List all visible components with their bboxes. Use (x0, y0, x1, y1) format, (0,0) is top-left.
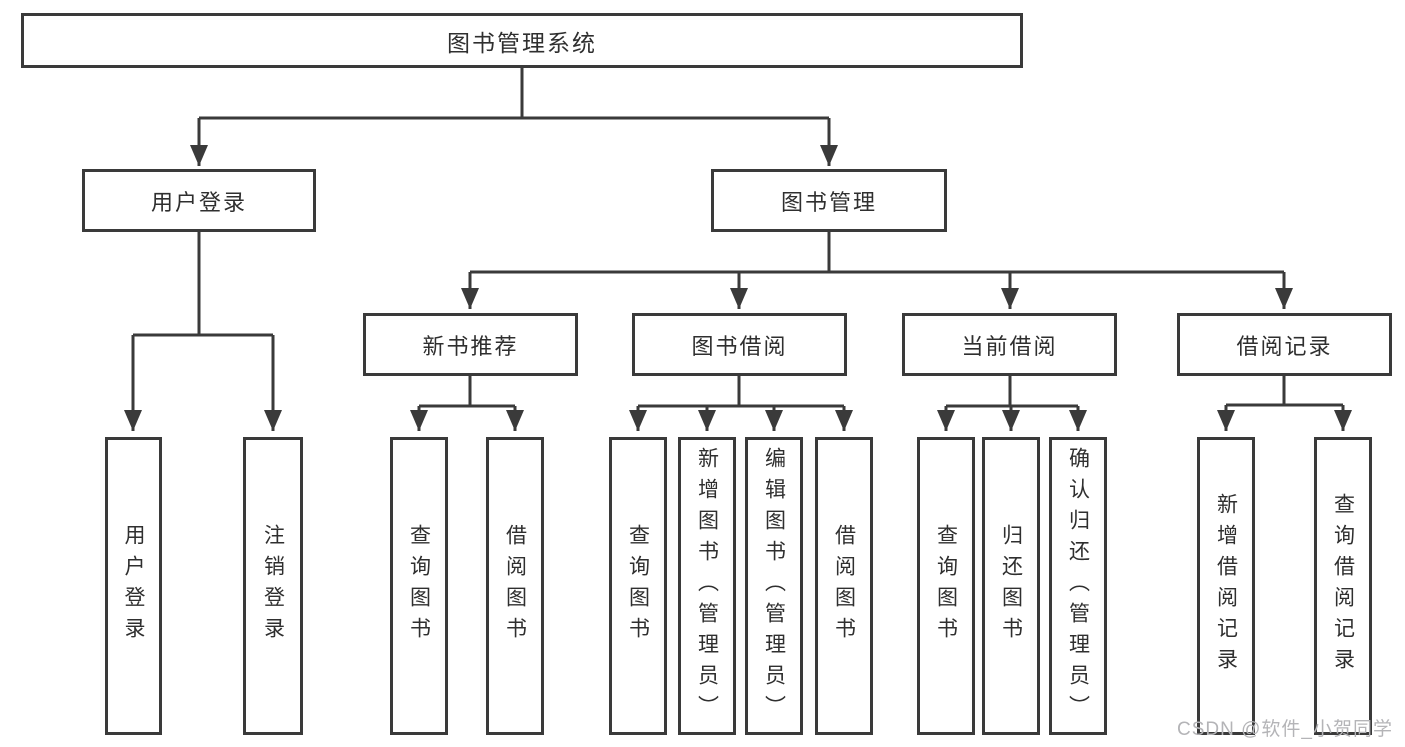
node-bor-query-book-label: 查询图书 (626, 524, 650, 648)
node-cur-return-book-label: 归还图书 (999, 524, 1023, 648)
connector-borrow-records-children (1217, 376, 1352, 431)
node-book-mgmt: 图书管理 (711, 169, 947, 232)
trunk-borrow-records (1226, 376, 1343, 407)
trunk-user-login (133, 232, 273, 337)
node-cur-confirm-return: 确认归还（管理员） (1049, 437, 1107, 735)
node-book-mgmt-label: 图书管理 (780, 189, 877, 215)
node-borrow-records-label: 借阅记录 (1236, 333, 1333, 359)
node-cur-confirm-return-label: 确认归还（管理员） (1066, 446, 1090, 726)
connector-book-borrow-children (629, 376, 853, 431)
node-logout-leaf-label: 注销登录 (261, 524, 285, 648)
node-rcd-query-record: 查询借阅记录 (1314, 437, 1372, 735)
node-rcd-query-record-label: 查询借阅记录 (1331, 493, 1355, 679)
node-current-borrow-label: 当前借阅 (961, 333, 1058, 359)
trunk-book-borrow (638, 376, 844, 408)
node-book-borrow-label: 图书借阅 (691, 333, 788, 359)
node-logout-leaf: 注销登录 (243, 437, 303, 735)
node-bor-edit-book-label: 编辑图书（管理员） (762, 446, 786, 726)
node-rec-borrow-book: 借阅图书 (486, 437, 544, 735)
node-new-book-rec: 新书推荐 (363, 313, 578, 376)
node-cur-query-book-label: 查询图书 (934, 524, 958, 648)
node-user-login-leaf: 用户登录 (105, 437, 162, 735)
node-rcd-add-record-label: 新增借阅记录 (1214, 493, 1238, 679)
node-user-login-label: 用户登录 (150, 189, 247, 215)
node-bor-query-book: 查询图书 (609, 437, 667, 735)
connector-current-borrow-children (937, 376, 1087, 431)
trunk-new-book-rec (419, 376, 515, 408)
node-bor-borrow-book: 借阅图书 (815, 437, 873, 735)
node-root-label: 图书管理系统 (447, 29, 597, 56)
node-current-borrow: 当前借阅 (902, 313, 1117, 376)
node-rec-query-book: 查询图书 (390, 437, 448, 735)
connector-root-to-level2 (190, 68, 838, 166)
node-bor-borrow-book-label: 借阅图书 (832, 524, 856, 648)
node-book-borrow: 图书借阅 (632, 313, 847, 376)
connector-user-login-children (124, 232, 282, 431)
node-bor-edit-book: 编辑图书（管理员） (745, 437, 803, 735)
node-new-book-rec-label: 新书推荐 (422, 333, 519, 359)
connector-book-mgmt-children (461, 232, 1293, 309)
node-cur-query-book: 查询图书 (917, 437, 975, 735)
node-cur-return-book: 归还图书 (982, 437, 1040, 735)
node-rec-query-book-label: 查询图书 (407, 524, 431, 648)
node-bor-add-book: 新增图书（管理员） (678, 437, 736, 735)
node-borrow-records: 借阅记录 (1177, 313, 1392, 376)
trunk-book-mgmt (470, 232, 1284, 274)
node-root: 图书管理系统 (21, 13, 1023, 68)
trunk-current-borrow (946, 376, 1078, 408)
trunk-root (199, 68, 829, 120)
node-bor-add-book-label: 新增图书（管理员） (695, 446, 719, 726)
node-user-login-leaf-label: 用户登录 (122, 524, 145, 648)
node-rcd-add-record: 新增借阅记录 (1197, 437, 1255, 735)
watermark: CSDN @软件_小贺同学 (1177, 719, 1393, 740)
node-user-login: 用户登录 (82, 169, 316, 232)
connector-new-book-rec-children (410, 376, 524, 431)
node-rec-borrow-book-label: 借阅图书 (503, 524, 527, 648)
